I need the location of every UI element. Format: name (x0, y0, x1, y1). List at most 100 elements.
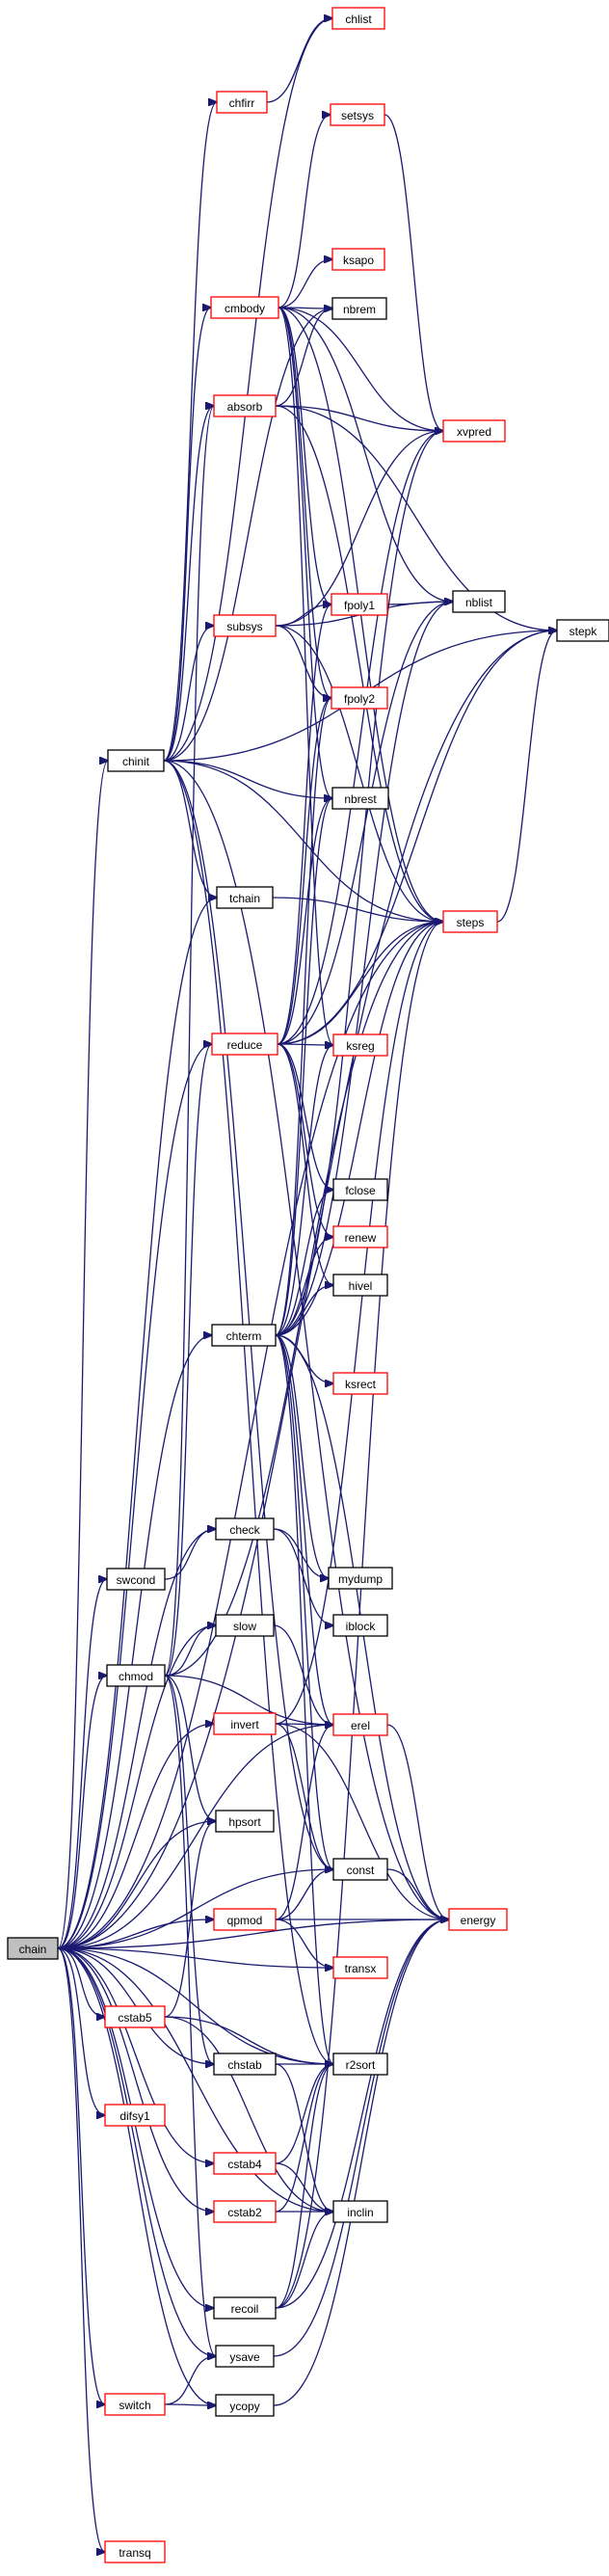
node-cstab2[interactable]: cstab2 (213, 2200, 277, 2223)
node-box-slow[interactable] (215, 1614, 275, 1637)
node-chain[interactable]: chain (7, 1937, 59, 1960)
node-inclin[interactable]: inclin (332, 2200, 388, 2223)
node-box-energy[interactable] (448, 1908, 508, 1931)
node-nbrem[interactable]: nbrem (331, 297, 387, 320)
node-absorb[interactable]: absorb (213, 394, 277, 417)
node-box-xvpred[interactable] (442, 419, 506, 443)
node-nbrest[interactable]: nbrest (331, 787, 389, 810)
node-box-renew[interactable] (332, 1225, 388, 1248)
node-check[interactable]: check (215, 1517, 275, 1541)
node-fpoly2[interactable]: fpoly2 (331, 686, 388, 710)
node-chinit[interactable]: chinit (107, 749, 165, 772)
node-box-swcond[interactable] (106, 1568, 166, 1591)
node-reduce[interactable]: reduce (211, 1033, 278, 1056)
node-transx[interactable]: transx (332, 1956, 388, 1979)
node-box-chstab[interactable] (213, 2053, 277, 2076)
node-r2sort[interactable]: r2sort (332, 2053, 388, 2076)
node-cstab4[interactable]: cstab4 (213, 2152, 277, 2175)
node-difsy1[interactable]: difsy1 (104, 2104, 166, 2127)
node-box-chmod[interactable] (106, 1664, 166, 1687)
node-box-qpmod[interactable] (213, 1908, 277, 1931)
node-cmbody[interactable]: cmbody (210, 296, 279, 319)
node-xvpred[interactable]: xvpred (442, 419, 506, 443)
node-box-iblock[interactable] (332, 1614, 388, 1637)
node-box-mydump[interactable] (328, 1567, 393, 1590)
node-ksreg[interactable]: ksreg (332, 1033, 388, 1057)
node-ksapo[interactable]: ksapo (331, 248, 385, 271)
node-box-switch[interactable] (104, 2393, 166, 2416)
node-box-setsys[interactable] (330, 103, 385, 126)
node-chmod[interactable]: chmod (106, 1664, 166, 1687)
node-steps[interactable]: steps (442, 910, 498, 933)
node-fclose[interactable]: fclose (332, 1178, 388, 1201)
node-box-stepk[interactable] (556, 619, 609, 642)
node-box-subsys[interactable] (213, 614, 277, 637)
node-box-inclin[interactable] (332, 2200, 388, 2223)
node-energy[interactable]: energy (448, 1908, 508, 1931)
node-box-chfirr[interactable] (216, 91, 268, 114)
node-switch[interactable]: switch (104, 2393, 166, 2416)
node-box-fpoly2[interactable] (331, 686, 388, 710)
node-chstab[interactable]: chstab (213, 2053, 277, 2076)
node-box-ksapo[interactable] (331, 248, 385, 271)
node-nblist[interactable]: nblist (452, 590, 506, 613)
node-cstab5[interactable]: cstab5 (104, 2005, 166, 2028)
node-box-hpsort[interactable] (215, 1810, 275, 1833)
node-hpsort[interactable]: hpsort (215, 1810, 275, 1833)
node-fpoly1[interactable]: fpoly1 (331, 593, 388, 616)
node-iblock[interactable]: iblock (332, 1614, 388, 1637)
node-box-fpoly1[interactable] (331, 593, 388, 616)
node-transq[interactable]: transq (104, 2540, 166, 2563)
node-box-erel[interactable] (332, 1713, 388, 1736)
node-box-nbrem[interactable] (331, 297, 387, 320)
node-box-ksreg[interactable] (332, 1033, 388, 1057)
node-box-fclose[interactable] (332, 1178, 388, 1201)
node-box-nblist[interactable] (452, 590, 506, 613)
node-swcond[interactable]: swcond (106, 1568, 166, 1591)
node-box-r2sort[interactable] (332, 2053, 388, 2076)
node-box-steps[interactable] (442, 910, 498, 933)
node-ycopy[interactable]: ycopy (215, 2394, 275, 2417)
node-mydump[interactable]: mydump (328, 1567, 393, 1590)
node-ksrect[interactable]: ksrect (332, 1372, 388, 1395)
node-box-const[interactable] (332, 1858, 388, 1881)
node-invert[interactable]: invert (213, 1712, 277, 1735)
node-box-cstab5[interactable] (104, 2005, 166, 2028)
node-recoil[interactable]: recoil (213, 2296, 277, 2320)
node-box-chlist[interactable] (331, 7, 385, 30)
node-box-difsy1[interactable] (104, 2104, 166, 2127)
node-box-ksrect[interactable] (332, 1372, 388, 1395)
node-chlist[interactable]: chlist (331, 7, 385, 30)
node-stepk[interactable]: stepk (556, 619, 609, 642)
node-box-invert[interactable] (213, 1712, 277, 1735)
node-renew[interactable]: renew (332, 1225, 388, 1248)
node-box-ysave[interactable] (215, 2345, 275, 2368)
node-setsys[interactable]: setsys (330, 103, 385, 126)
node-chterm[interactable]: chterm (211, 1324, 277, 1347)
node-box-transx[interactable] (332, 1956, 388, 1979)
node-slow[interactable]: slow (215, 1614, 275, 1637)
node-subsys[interactable]: subsys (213, 614, 277, 637)
node-chfirr[interactable]: chfirr (216, 91, 268, 114)
node-box-ycopy[interactable] (215, 2394, 275, 2417)
node-box-reduce[interactable] (211, 1033, 278, 1056)
node-box-transq[interactable] (104, 2540, 166, 2563)
node-const[interactable]: const (332, 1858, 388, 1881)
node-box-cstab2[interactable] (213, 2200, 277, 2223)
node-box-check[interactable] (215, 1517, 275, 1541)
node-box-recoil[interactable] (213, 2296, 277, 2320)
node-box-tchain[interactable] (216, 886, 274, 909)
node-box-chinit[interactable] (107, 749, 165, 772)
node-hivel[interactable]: hivel (332, 1274, 388, 1297)
node-box-cmbody[interactable] (210, 296, 279, 319)
node-box-nbrest[interactable] (331, 787, 389, 810)
node-qpmod[interactable]: qpmod (213, 1908, 277, 1931)
node-tchain[interactable]: tchain (216, 886, 274, 909)
node-erel[interactable]: erel (332, 1713, 388, 1736)
node-ysave[interactable]: ysave (215, 2345, 275, 2368)
node-box-absorb[interactable] (213, 394, 277, 417)
node-box-chain[interactable] (7, 1937, 59, 1960)
node-box-cstab4[interactable] (213, 2152, 277, 2175)
node-box-chterm[interactable] (211, 1324, 277, 1347)
node-box-hivel[interactable] (332, 1274, 388, 1297)
